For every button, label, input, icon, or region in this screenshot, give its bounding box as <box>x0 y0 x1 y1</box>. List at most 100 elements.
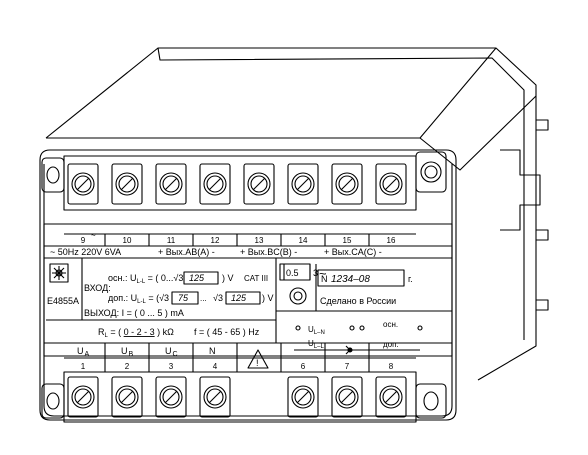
terminal-block-bottom <box>63 371 417 423</box>
input-main-sub: L-L <box>136 279 145 285</box>
housing-top <box>45 47 537 381</box>
switch-ln-label: UL–N <box>308 325 325 336</box>
top-screw-1 <box>67 163 99 205</box>
made-in: Сделано в России <box>320 296 396 306</box>
input-add-unit: ) V <box>262 293 274 303</box>
terminal-9-mark: ~ <box>91 231 96 240</box>
terminal-number-bottom: 3 <box>169 362 174 371</box>
channel-label: UA <box>77 346 90 358</box>
side-rail <box>536 119 549 311</box>
input-main-root: √3 <box>173 273 183 283</box>
bottom-screw-3 <box>155 376 187 418</box>
housing-top-inner <box>157 47 525 340</box>
input-add-value-2: 125 <box>231 293 247 303</box>
main-value-box <box>183 271 219 285</box>
bottom-screw-5 <box>287 376 319 418</box>
frequency-range: f = ( 45 - 65 ) Hz <box>194 327 260 337</box>
logo-star-icon <box>52 266 66 280</box>
input-main-mid: = ( 0... <box>145 273 173 283</box>
output-bc: + Вых.BC(B) - <box>240 247 297 257</box>
terminal-number-top: 16 <box>387 236 396 245</box>
terminal-number-bottom: 1 <box>81 362 86 371</box>
front-plate <box>39 149 457 421</box>
side-rail-bracket <box>500 149 541 231</box>
input-add-value-1: 75 <box>178 293 189 303</box>
terminal-number-top: 14 <box>299 236 308 245</box>
load-mid: = ( <box>108 327 124 337</box>
channel-label: UC <box>165 346 178 358</box>
input-add-sub: L-L <box>137 299 146 305</box>
year-suffix: г. <box>408 274 413 284</box>
load-sub: L <box>105 333 109 339</box>
housing-side <box>419 95 537 171</box>
top-screw-7 <box>331 163 363 205</box>
input-main-unit: ) V <box>222 273 234 283</box>
input-add-dots: ... <box>200 294 207 303</box>
corner-rivet-top-left <box>41 157 65 193</box>
model-label: E4855A <box>47 296 79 306</box>
front-plate-inner <box>43 164 453 417</box>
load-prefix: R <box>98 327 105 337</box>
output-line: ВЫХОД: I = ( 0 ... 5 ) mA <box>84 308 184 318</box>
channel-label: N <box>209 346 216 356</box>
terminal-number-top: 11 <box>167 236 176 245</box>
input-cat: CAT III <box>244 274 268 283</box>
switch-schematic <box>294 325 423 355</box>
warning-triangle-icon <box>247 349 269 369</box>
add-value-box-1 <box>171 291 199 305</box>
terminal-number-top: 10 <box>123 236 132 245</box>
bottom-screw-4 <box>199 376 231 418</box>
terminal-number-top: 9 <box>81 236 86 245</box>
terminal-number-bottom: 7 <box>345 362 350 371</box>
input-add-root-2: √3 <box>213 293 223 303</box>
bottom-screw-7 <box>375 376 407 418</box>
housing-edge <box>46 47 497 139</box>
terminal-number-bottom: 4 <box>213 362 218 371</box>
input-main-value: 125 <box>189 273 205 283</box>
load-unit: ) kΩ <box>155 327 174 337</box>
load-line: RL = ( 0 - 2 - 3 ) kΩ <box>98 327 174 339</box>
terminal-number-bottom: 8 <box>389 362 394 371</box>
warning-mark: ! <box>256 358 259 368</box>
top-screw-5 <box>243 163 275 205</box>
insulation-mark-icon <box>289 287 307 305</box>
top-screw-8 <box>375 163 407 205</box>
terminal-number-top: 13 <box>255 236 264 245</box>
top-screw-6 <box>287 163 319 205</box>
terminal-number-bottom: 2 <box>125 362 130 371</box>
input-add-mid: = ( <box>146 293 159 303</box>
input-add-prefix: доп.: U <box>108 293 137 303</box>
terminal-number-bottom: 6 <box>301 362 306 371</box>
phase-count: 3 <box>313 268 318 278</box>
switch-additional-label: доп. <box>383 340 399 349</box>
logo-box <box>49 263 69 283</box>
input-add-root: √3 <box>159 293 169 303</box>
top-screw-4 <box>199 163 231 205</box>
terminal-number-top: 12 <box>211 236 220 245</box>
top-screw-2 <box>111 163 143 205</box>
output-ca: + Вых.CA(C) - <box>324 247 382 257</box>
input-main-prefix: осн.: U <box>108 273 136 283</box>
channel-label: UB <box>121 346 134 358</box>
corner-rivet-top-right <box>415 151 447 193</box>
bottom-screw-6 <box>331 376 363 418</box>
ac-symbol: ~ <box>319 266 327 281</box>
input-add-line: доп.: UL-L = (√3 <box>108 293 169 305</box>
accuracy-class: 0.5 <box>286 268 299 278</box>
bottom-screw-2 <box>111 376 143 418</box>
serial-box <box>317 269 405 287</box>
bottom-screw-1 <box>67 376 99 418</box>
output-ab: + Вых.AB(A) - <box>158 247 215 257</box>
add-value-box-2 <box>225 291 261 305</box>
top-screw-3 <box>155 163 187 205</box>
terminal-number-top: 15 <box>343 236 352 245</box>
serial-prefix: N <box>321 274 328 284</box>
corner-rivet-bottom-right <box>415 383 447 419</box>
switch-ll-label: UL–L <box>308 339 324 350</box>
supply-text: ~ 50Hz 220V 6VA <box>50 247 121 257</box>
input-main-line: осн.: UL-L = ( 0...√3 <box>108 273 183 285</box>
switch-main-label: осн. <box>383 320 398 329</box>
serial-number: 1234–08 <box>331 274 370 285</box>
corner-rivet-bottom-left <box>41 383 65 419</box>
